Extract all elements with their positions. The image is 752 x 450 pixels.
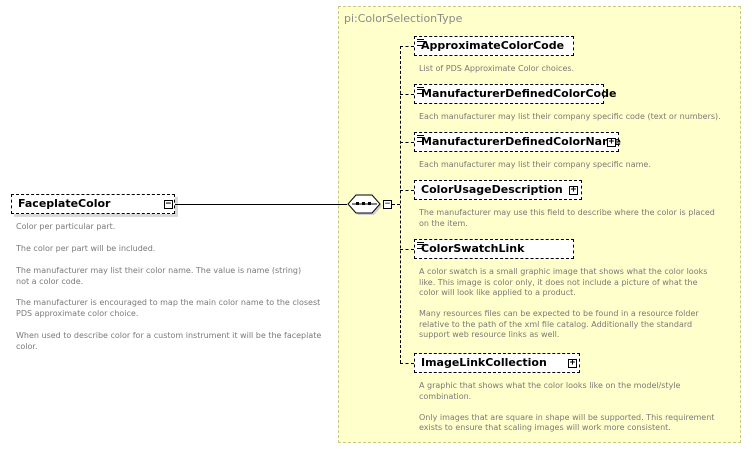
child-element-manufacturerdefinedcolorname[interactable]: ManufacturerDefinedColorName + — [414, 132, 621, 152]
sequence-collapse-icon[interactable]: − — [383, 199, 392, 209]
expand-icon[interactable]: + — [568, 358, 577, 368]
child-element-approximatecolorcode[interactable]: ApproximateColorCode — [414, 36, 574, 56]
text-content-icon — [417, 135, 424, 142]
text-content-icon — [417, 39, 424, 46]
root-description-4: The manufacturer is encouraged to map th… — [16, 298, 321, 318]
child-description-3: Each manufacturer may list their company… — [419, 160, 651, 169]
root-description-1: Color per particular part. — [16, 222, 116, 231]
text-content-icon — [417, 87, 424, 94]
child-description-2: Each manufacturer may list their company… — [419, 112, 721, 121]
child-description-5: A color swatch is a small graphic image … — [419, 267, 708, 339]
child-description-6: A graphic that shows what the color look… — [419, 381, 715, 432]
root-description-5: When used to describe color for a custom… — [16, 331, 322, 351]
root-element-label: FaceplateColor — [18, 197, 111, 210]
complex-type-title: pi:ColorSelectionType — [344, 12, 463, 25]
expand-icon[interactable]: + — [569, 185, 578, 195]
root-connector-line — [175, 204, 347, 205]
sequence-out-connector — [392, 204, 400, 205]
sequence-icon[interactable] — [347, 194, 382, 215]
collapse-icon[interactable]: − — [164, 199, 173, 209]
child-element-colorusagedescription[interactable]: ColorUsageDescription + — [414, 180, 582, 200]
child-description-4: The manufacturer may use this field to d… — [419, 208, 715, 228]
child-element-imagelinkcollection[interactable]: ImageLinkCollection + — [414, 353, 580, 373]
child-connector-3 — [400, 142, 414, 143]
children-bus-line — [400, 46, 401, 363]
child-element-manufacturerdefinedcolorcode[interactable]: ManufacturerDefinedColorCode — [414, 84, 616, 104]
root-element-faceplatecolor[interactable]: FaceplateColor − — [11, 194, 175, 214]
child-connector-2 — [400, 94, 414, 95]
root-description-3: The manufacturer may list their color na… — [16, 266, 302, 286]
text-content-icon — [417, 242, 424, 249]
child-connector-5 — [400, 249, 414, 250]
child-connector-6 — [400, 363, 414, 364]
child-element-colorswatchlink[interactable]: ColorSwatchLink — [414, 239, 574, 259]
child-connector-1 — [400, 46, 414, 47]
child-connector-4 — [400, 190, 414, 191]
child-description-1: List of PDS Approximate Color choices. — [419, 64, 575, 73]
expand-icon[interactable]: + — [607, 137, 616, 147]
root-description-2: The color per part will be included. — [16, 244, 156, 253]
